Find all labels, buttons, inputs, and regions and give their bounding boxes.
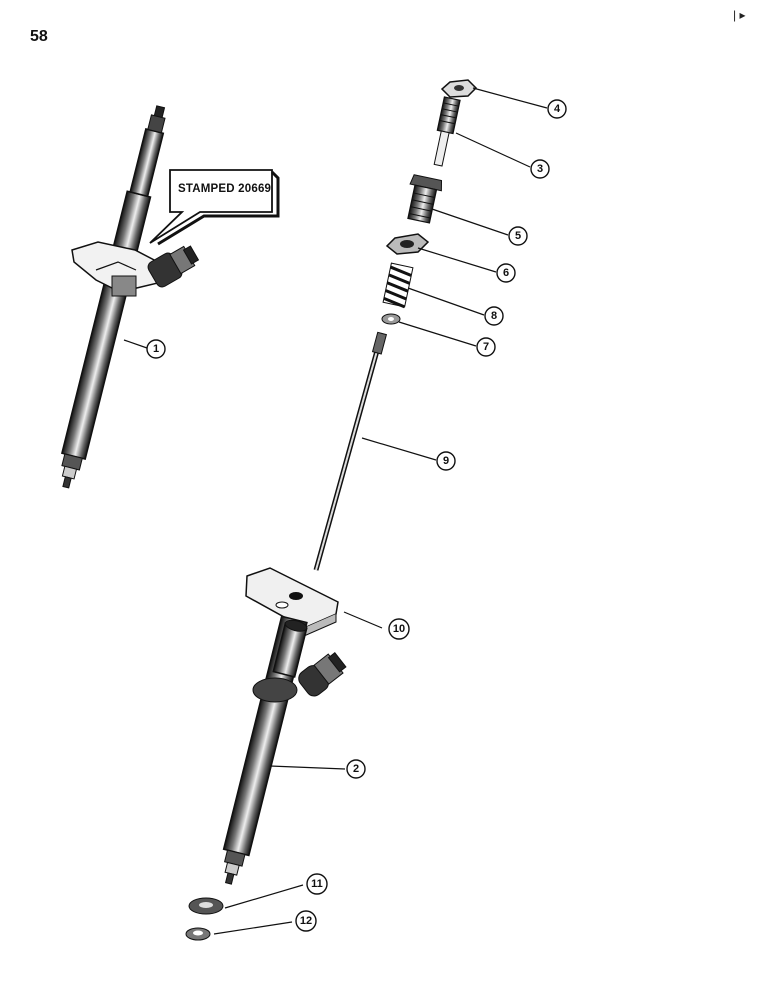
injector-assembly-1 xyxy=(60,105,280,489)
part-7-washer xyxy=(381,313,401,325)
callout-4: 4 xyxy=(553,103,561,115)
part-10-clamp xyxy=(245,567,339,637)
callout-3: 3 xyxy=(536,163,544,175)
part-3-adjusting-screw xyxy=(433,96,461,167)
callout-circles xyxy=(146,99,567,932)
callout-7: 7 xyxy=(482,341,490,353)
callout-8: 8 xyxy=(490,310,498,322)
part-11-seal-washer xyxy=(188,897,224,915)
callout-10: 10 xyxy=(392,623,406,635)
part-12-washer xyxy=(185,927,211,941)
stamp-label: STAMPED 20669 xyxy=(178,183,272,195)
callout-5: 5 xyxy=(514,230,522,242)
callout-1: 1 xyxy=(152,343,160,355)
callout-6: 6 xyxy=(502,267,510,279)
part-5-adjusting-nut xyxy=(407,174,443,224)
callout-2: 2 xyxy=(352,763,360,775)
part-4-nut xyxy=(440,79,478,98)
callout-9: 9 xyxy=(442,455,450,467)
part-6-lock-nut xyxy=(385,233,430,255)
page-number: 58 xyxy=(30,28,48,45)
part-9-spindle xyxy=(313,331,388,571)
injector-body-2 xyxy=(222,615,347,885)
callout-12: 12 xyxy=(299,915,313,927)
leader-lines xyxy=(123,87,548,935)
part-8-spring xyxy=(382,262,414,309)
corner-mark: | ▸ xyxy=(733,8,746,22)
callout-11: 11 xyxy=(311,878,323,890)
